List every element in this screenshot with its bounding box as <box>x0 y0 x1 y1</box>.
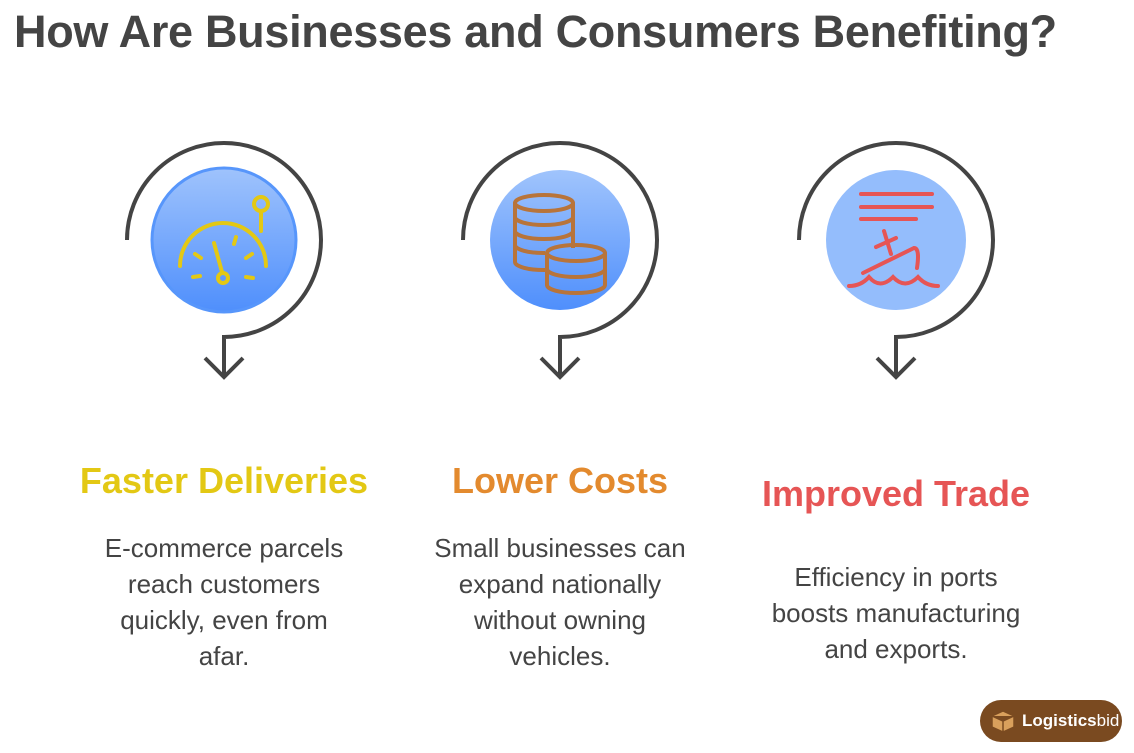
logo-text-bold: Logistics <box>1022 711 1097 730</box>
benefit-description-line: without owning <box>474 605 646 635</box>
benefit-title: Improved Trade <box>761 473 1031 514</box>
benefit-description-line: expand nationally <box>458 569 662 599</box>
benefit-description-line: and exports. <box>824 634 968 664</box>
benefit-title: Lower Costs <box>451 460 669 501</box>
benefit-description-line: E-commerce parcels <box>104 533 344 563</box>
benefit-faster-deliveries: Faster Deliveries E-commerce parcels rea… <box>59 130 389 690</box>
page-title: How Are Businesses and Consumers Benefit… <box>14 6 1057 57</box>
benefit-description-line: boosts manufacturing <box>771 598 1021 628</box>
benefit-title: Faster Deliveries <box>79 460 369 501</box>
benefit-lower-costs: Lower Costs Small businesses can expand … <box>395 130 725 690</box>
benefit-description-line: Small businesses can <box>434 533 686 563</box>
logo-text-light: bid <box>1096 711 1120 730</box>
benefit-description-line: reach customers <box>127 569 321 599</box>
benefit-description-line: Efficiency in ports <box>794 562 998 592</box>
benefit-description-line: afar. <box>198 641 250 671</box>
benefit-improved-trade: Improved Trade Efficiency in ports boost… <box>731 130 1061 690</box>
coins-icon <box>461 141 659 380</box>
benefit-description-line: vehicles. <box>509 641 611 671</box>
speedometer-icon <box>125 141 323 380</box>
benefit-description-line: quickly, even from <box>120 605 328 635</box>
ship-icon <box>797 141 995 380</box>
box-icon <box>991 710 1015 733</box>
